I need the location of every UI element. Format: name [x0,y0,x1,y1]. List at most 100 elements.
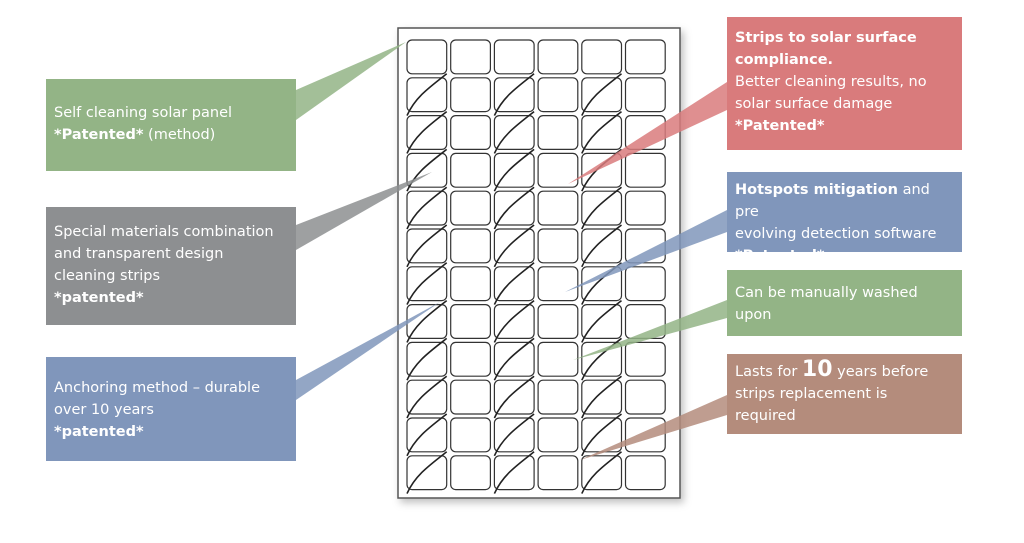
pointer-strips-compliance [568,82,727,184]
cleaning-strip [493,186,535,230]
panel-cell [581,77,623,113]
lasts-line2: strips replacement is [735,386,888,402]
callout-self-cleaning: Self cleaning solar panel *Patented* (me… [46,79,296,171]
panel-cell [406,39,448,75]
pointer-hotspots [565,210,727,292]
panel-cell [537,304,579,340]
materials-patented: *patented* [54,290,144,306]
strips-line1: Better cleaning results, no [735,74,927,90]
hotspots-patented: *Patented* [735,248,825,264]
panel-cell [493,455,535,491]
anchoring-patented: *patented* [54,424,144,440]
pointer-lasts [580,395,727,460]
panel-cell [537,341,579,377]
cleaning-strip [493,224,535,268]
panel-cell [450,152,492,188]
cleaning-strip [581,224,622,268]
panel-cell [624,39,666,75]
panel-cell [624,152,666,188]
cleaning-strip [581,186,622,230]
cleaning-strip [493,110,535,154]
panel-cell [493,228,535,264]
panel-cell [493,304,535,340]
self-cleaning-patented: *Patented* [54,127,144,143]
lasts-number: 10 [801,357,833,382]
panel-cell [493,417,535,453]
panel-cell [406,341,448,377]
panel-cell [624,341,666,377]
panel-cell [450,77,492,113]
panel-cell [581,455,623,491]
self-cleaning-line1: Self cleaning solar panel [54,105,233,121]
manual-wash-line1: Can be manually washed [735,285,918,301]
panel-cell [493,114,535,150]
panel-cell [450,304,492,340]
panel-cell [493,341,535,377]
panel-cell [450,455,492,491]
cleaning-strip [406,299,448,343]
cleaning-strip [581,299,622,343]
anchoring-line2: over 10 years [54,402,154,418]
cleaning-strip [581,451,622,494]
lasts-post: years before [837,364,929,380]
cleaning-strip [493,262,535,305]
cleaning-strip [581,73,622,116]
panel-cell [450,39,492,75]
panel-cell [450,417,492,453]
panel-cell [624,266,666,302]
cleaning-strip [406,73,448,116]
panel-cell [493,190,535,226]
pointer-materials [296,172,432,250]
panel-cell [450,266,492,302]
panel-cell [537,114,579,150]
panel-cell [406,228,448,264]
cleaning-strip [493,413,535,457]
materials-line2: and transparent design [54,246,224,262]
panel-cell [450,190,492,226]
callout-hotspots: Hotspots mitigation and pre evolving det… [727,172,962,264]
panel-cell-grid [406,39,666,491]
cleaning-strip [406,413,448,457]
panel-cell [450,228,492,264]
panel-cell [493,266,535,302]
cleaning-strip [493,148,535,192]
panel-cell [581,379,623,415]
panel-cell [624,190,666,226]
cleaning-strip [406,262,448,305]
callout-lasts: Lasts for 10 years before strips replace… [727,354,962,434]
panel-cell [450,114,492,150]
strips-patented: *Patented* [735,118,825,134]
panel-cell [406,266,448,302]
callout-materials: Special materials combination and transp… [46,207,296,325]
panel-cell [450,341,492,377]
hotspots-line2: evolving detection software [735,226,937,242]
cleaning-strip [493,73,535,116]
cleaning-strip [493,337,535,381]
materials-line1: Special materials combination [54,224,274,240]
panel-cell [624,77,666,113]
panel-cell [406,114,448,150]
panel-cell [450,379,492,415]
cleaning-strip [406,375,448,419]
panel-cell [406,417,448,453]
cleaning-strip [493,451,535,494]
panel-cell [537,39,579,75]
cleaning-strip [493,299,535,343]
panel-cell [406,455,448,491]
strips-title2: compliance. [735,52,834,68]
cleaning-strip [581,337,622,381]
lasts-pre: Lasts for [735,364,798,380]
materials-line3: cleaning strips [54,268,161,284]
panel-cell [581,190,623,226]
strips-line2: solar surface damage [735,96,893,112]
panel-cell [537,228,579,264]
cleaning-strip [406,148,448,192]
cleaning-strips [406,73,622,494]
manual-wash-line2: upon [735,307,772,323]
panel-cell [537,417,579,453]
lasts-line3: required [735,408,796,424]
cleaning-strip [493,375,535,419]
cleaning-strip [406,186,448,230]
panel-cell [537,266,579,302]
